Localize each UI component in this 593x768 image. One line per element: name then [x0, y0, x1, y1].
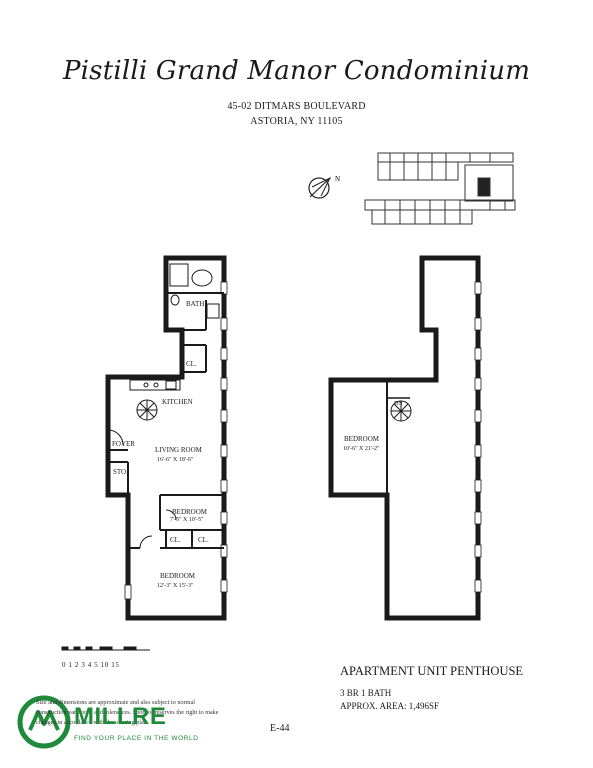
room-dim-bedroom-1: 7'-5" X 10'-5" [170, 517, 204, 523]
lower-floor-plan [105, 255, 228, 621]
stair-label: DN [394, 401, 403, 407]
room-label-closet-a: CL. [170, 536, 181, 544]
lower-floor-outline [105, 255, 227, 621]
upper-floor-outline [328, 255, 481, 621]
room-label-closet: CL. [186, 360, 197, 368]
unit-area: APPROX. AREA: 1,496SF [340, 701, 440, 711]
room-label-upper-bedroom: BEDROOM [344, 435, 380, 443]
page-title: Pistilli Grand Manor Condominium [62, 56, 531, 86]
room-label-foyer: FOYER [112, 440, 135, 448]
room-label-kitchen: KITCHEN [162, 398, 193, 406]
key-plan [364, 152, 516, 225]
sheet-number: E-44 [270, 723, 290, 734]
room-label-bath: BATH [186, 300, 205, 308]
disclaimer: Size and dimensions are approximate and … [36, 699, 219, 726]
room-label-bedroom-2: BEDROOM [160, 572, 196, 580]
room-label-closet-b: CL. [198, 536, 209, 544]
address-street: 45-02 DITMARS BOULEVARD [227, 101, 366, 112]
scale-bar [61, 646, 150, 651]
logo-wordmark: MILLRE [74, 703, 167, 730]
room-label-storage: STO. [113, 468, 128, 476]
room-dim-living-room: 16'-6" X 18'-6" [157, 457, 194, 463]
room-dim-bedroom-2: 12'-3" X 15'-3" [157, 583, 194, 589]
room-label-bedroom-1: BEDROOM [172, 508, 208, 516]
north-label: N [335, 175, 340, 183]
upper-floor-plan [328, 255, 482, 621]
unit-bed-bath: 3 BR 1 BATH [340, 688, 392, 698]
scale-labels: 0 1 2 3 4 5 10 15 [62, 661, 120, 669]
millre-logo-icon [17, 695, 71, 749]
logo-tagline: FIND YOUR PLACE IN THE WORLD [74, 735, 199, 742]
address-city: ASTORIA, NY 11105 [250, 116, 343, 127]
unit-title: APARTMENT UNIT PENTHOUSE [340, 664, 524, 678]
room-label-living-room: LIVING ROOM [155, 446, 202, 454]
north-compass-icon [308, 176, 332, 199]
room-dim-upper-bedroom: 10'-6" X 21'-2" [343, 446, 380, 452]
